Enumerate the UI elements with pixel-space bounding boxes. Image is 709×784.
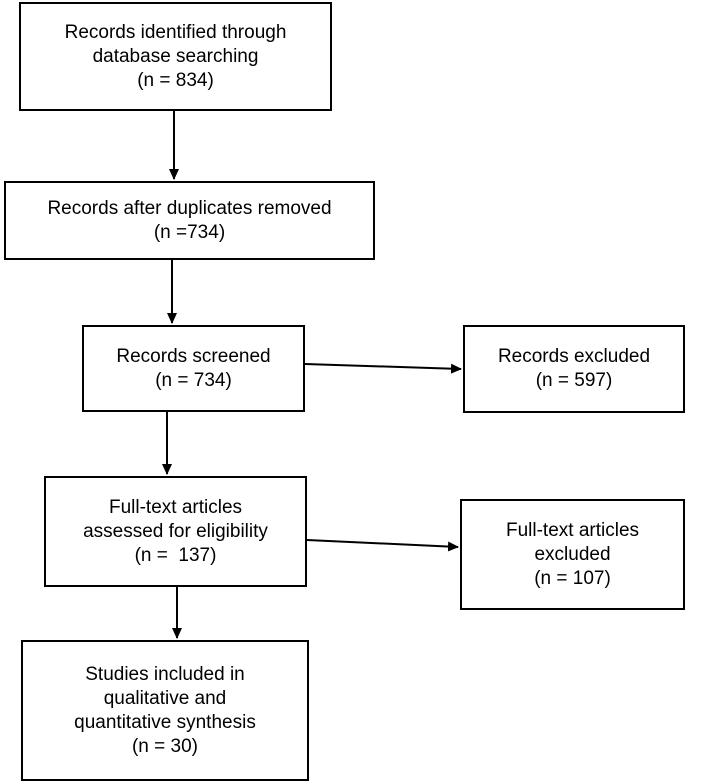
fulltext-assessed-box: Full-text articles assessed for eligibil…: [44, 476, 307, 587]
box-line: (n = 137): [134, 544, 217, 566]
box-line: quantitative synthesis: [74, 711, 256, 733]
box-line: Records screened: [116, 345, 271, 367]
box-line: (n = 107): [534, 567, 611, 589]
box-line: assessed for eligibility: [83, 520, 268, 542]
box-line: Full-text articles: [505, 519, 640, 541]
box-line: (n = 597): [535, 370, 613, 391]
box-line: (n =734): [153, 221, 226, 243]
records-deduplicated-box: Records after duplicates removed (n =734…: [4, 181, 375, 260]
box-line: (n = 834): [137, 69, 214, 91]
box-line: qualitative and: [103, 687, 227, 709]
box-line: Full-text articles: [108, 496, 243, 518]
box-line: Studies included in: [85, 663, 245, 685]
box-line: excluded: [534, 543, 611, 565]
fulltext-excluded-box: Full-text articles excluded (n = 107): [460, 499, 685, 610]
box-line: Records after duplicates removed: [47, 197, 332, 219]
arrow-screened-to-excluded: [304, 363, 462, 374]
box-line: (n = 734): [155, 369, 232, 391]
records-identified-box: Records identified through database sear…: [19, 2, 332, 111]
studies-included-box: Studies included in qualitative and quan…: [21, 640, 309, 781]
records-excluded-box: Records excluded (n = 597): [463, 325, 685, 413]
records-screened-box: Records screened (n = 734): [82, 325, 305, 412]
box-line: database searching: [92, 45, 259, 67]
box-line: (n = 30): [131, 735, 198, 757]
arrow-fulltext-to-excluded: [306, 539, 459, 552]
box-line: Records identified through: [64, 21, 287, 43]
box-line: Records excluded: [497, 346, 651, 367]
